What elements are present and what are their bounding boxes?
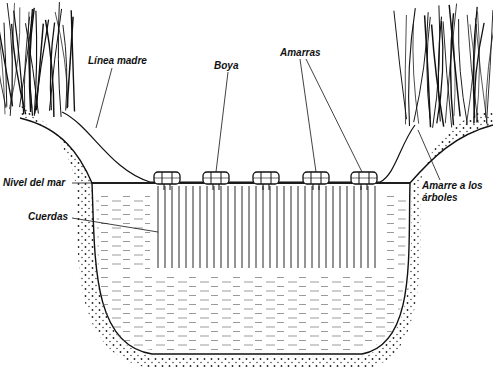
water-hatch-upper [96,195,406,270]
ground [20,105,493,368]
bank-right [410,125,493,183]
water [92,183,410,354]
buoys [154,172,377,190]
water-hatch [100,275,404,350]
leader-lines [72,59,440,232]
trees [0,2,493,128]
part-label: Nivel del mar [3,177,65,189]
part-label: Línea madre [88,55,147,67]
bank-left [20,118,92,183]
part-label: Cuerdas [28,211,68,223]
ropes [158,186,375,268]
part-label: Boya [214,60,238,72]
part-label: Amarras [280,47,321,59]
part-label: Amarre a los árboles [422,180,490,203]
